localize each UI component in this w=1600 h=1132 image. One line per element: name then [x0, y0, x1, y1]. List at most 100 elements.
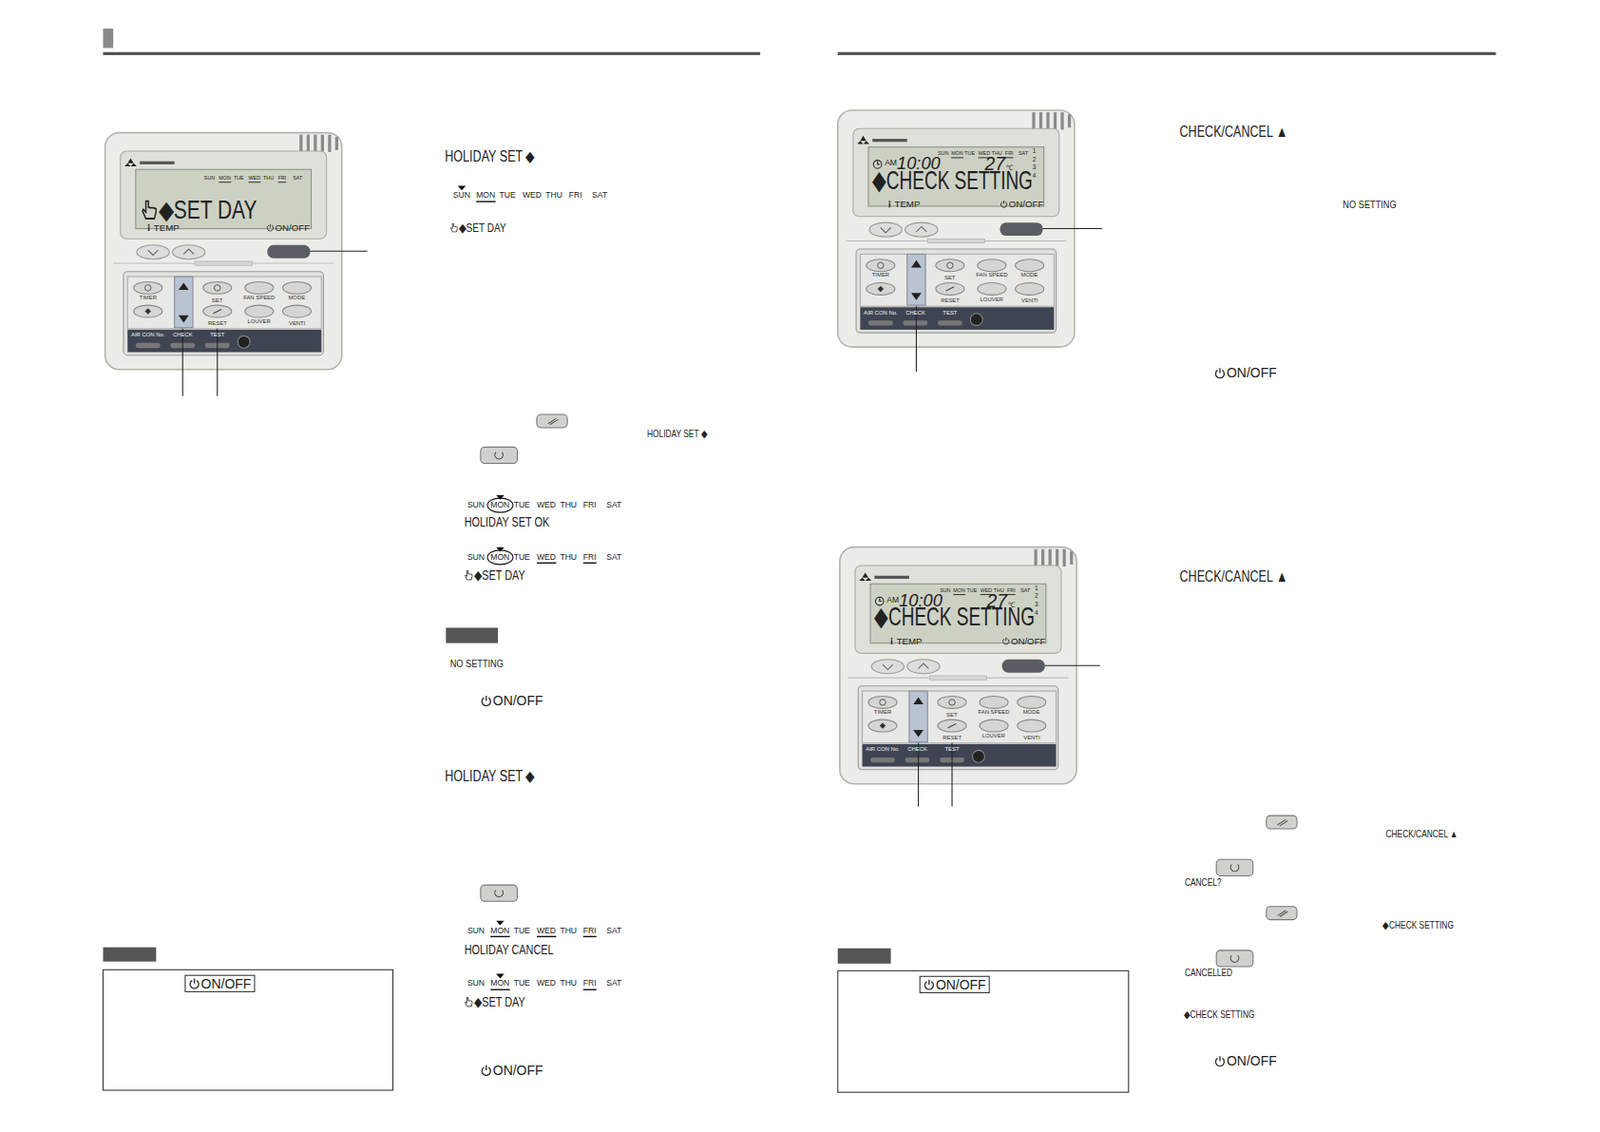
label-text: MON: [476, 190, 496, 201]
text-label: SAT: [1018, 151, 1029, 156]
label-text: MON: [218, 174, 231, 181]
hand-icon: [464, 569, 474, 581]
power-bar: [1005, 637, 1007, 642]
label-text: CHECK: [905, 308, 926, 315]
text-label: ◆SET DAY: [140, 196, 257, 223]
label-text: HOLIDAY CANCEL: [464, 941, 554, 957]
hand-outline: [465, 570, 473, 579]
text-label: ON/OFF: [480, 1063, 544, 1077]
label-text: SAT: [292, 174, 303, 181]
text-label: TIMER: [874, 708, 892, 715]
label-text: NO SETTING: [1342, 197, 1396, 210]
text-label: RESET: [208, 320, 228, 326]
label-text: CANCELLED: [1184, 966, 1233, 978]
note-tab: [838, 948, 892, 964]
text-label: LOUVER: [247, 319, 270, 325]
text-label: 2: [1034, 592, 1039, 599]
text-label: TEST: [209, 332, 225, 339]
day-underline: [476, 200, 496, 202]
power-bar: [485, 695, 487, 701]
label-text: SAT: [606, 925, 622, 935]
day-underline: [278, 181, 287, 183]
info-icon: [885, 200, 894, 209]
text-label: NO SETTING: [450, 658, 504, 670]
label-text: ◆CHECK SETTING: [1382, 919, 1454, 932]
text-label: THU: [559, 500, 577, 510]
text-label: HOLIDAY CANCEL: [464, 942, 554, 956]
text-label: ◆CHECK SETTING: [874, 603, 1035, 630]
note-tab: [445, 627, 498, 643]
text-label: MON: [476, 191, 496, 201]
label-text: TEMP: [153, 222, 180, 233]
label-text: ON/OFF: [493, 1062, 544, 1078]
text-label: THU: [559, 552, 577, 562]
text-label: MON: [951, 151, 964, 156]
label-text: FAN SPEED: [975, 271, 1008, 278]
label-text: SET: [944, 274, 955, 281]
text-label: FRI: [1005, 151, 1014, 156]
label-text: WED: [522, 190, 542, 201]
power-bar: [1003, 200, 1005, 205]
label-text: TUE: [966, 587, 977, 593]
day-underline: [536, 935, 556, 937]
text-label: TUE: [514, 979, 531, 989]
label-text: FAN SPEED: [977, 707, 1010, 714]
label-text: 3: [1032, 164, 1037, 171]
text-label: ◆CHECK SETTING: [872, 166, 1033, 193]
text-label: MODE: [1023, 708, 1041, 715]
label-text: CHECK/CANCEL ▲: [1180, 567, 1289, 585]
label-text: 3: [1034, 601, 1039, 608]
label-text: SUN: [467, 499, 485, 510]
label-text: SAT: [1020, 587, 1030, 593]
label-text: FRI: [583, 552, 597, 562]
text-label: TEMP: [885, 200, 920, 210]
label-text: ON/OFF: [493, 692, 544, 708]
day-underline: [583, 989, 597, 991]
text-label: CHECK/CANCEL ▲: [1180, 123, 1289, 139]
text-label: HOLIDAY SET ◆: [647, 428, 708, 439]
power-icon: [1214, 367, 1226, 380]
power-icon: [1002, 636, 1010, 645]
text-label: 4: [1034, 609, 1039, 615]
label-text: TUE: [514, 925, 531, 935]
label-text: AIR CON No.: [863, 308, 897, 315]
label-text: 2: [1032, 155, 1037, 162]
power-bar: [928, 979, 930, 985]
label-text: WED: [536, 978, 556, 989]
label-text: TUE: [514, 978, 531, 989]
day-underline: [218, 181, 231, 183]
label-text: SUN: [467, 925, 485, 935]
label-text: MODE: [1023, 707, 1041, 714]
text-label: 1: [1034, 584, 1039, 591]
label-text: THU: [559, 552, 577, 562]
label-text: LOUVER: [982, 732, 1006, 739]
label-text: FAN SPEED: [243, 293, 275, 300]
day-underline: [952, 593, 966, 595]
text-label: SET: [211, 298, 223, 305]
label-text: ON/OFF: [1010, 635, 1047, 647]
text-label: THU: [559, 979, 577, 989]
text-label: TUE: [514, 552, 531, 562]
text-label: TUE: [514, 500, 531, 510]
text-label: VENTI: [1023, 734, 1040, 741]
text-label: SUN: [467, 500, 485, 510]
text-label: FRI: [1007, 588, 1016, 593]
text-label: TIMER: [872, 272, 890, 279]
power-icon: [1000, 200, 1009, 209]
text-label: FAN SPEED: [977, 708, 1010, 715]
label-text: WED: [536, 552, 556, 562]
hand-icon: [140, 198, 158, 221]
label-text: RESET: [940, 297, 960, 304]
text-label: AIR CON No.: [131, 332, 165, 339]
text-label: SUN: [467, 926, 485, 935]
info-icon: [145, 223, 153, 231]
info-bar: [888, 203, 891, 209]
label-text: ◆CHECK SETTING: [872, 164, 1033, 195]
text-label: CANCELLED: [1184, 967, 1233, 978]
power-bar: [193, 978, 195, 984]
text-label: HOLIDAY SET ◆: [444, 767, 535, 783]
label-text: FRI: [1005, 150, 1014, 156]
label-text: WED: [536, 499, 556, 510]
